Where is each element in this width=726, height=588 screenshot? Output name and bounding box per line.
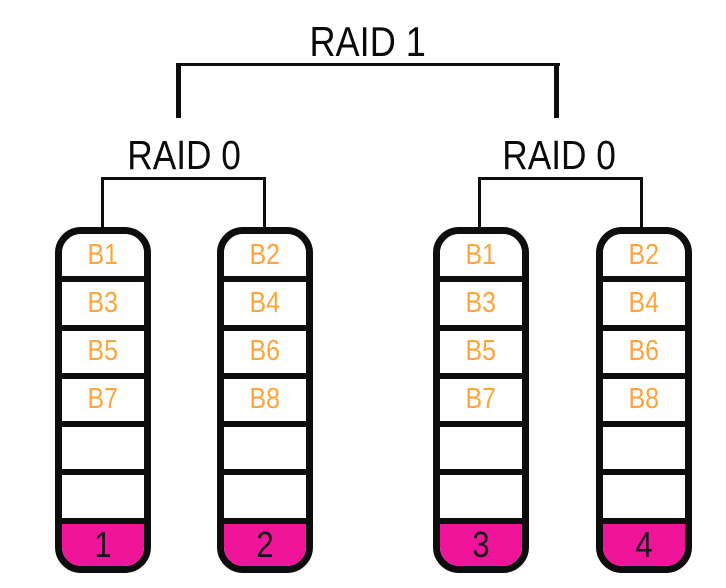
drive-id-label: 1	[94, 523, 112, 565]
block-label: B2	[249, 238, 281, 271]
block-label: B2	[628, 238, 660, 271]
raid0-left-bracket-right-vertical	[263, 177, 266, 228]
raid0-left-bracket-horizontal	[101, 177, 266, 180]
block-cell: B7	[440, 372, 522, 422]
drive-id-cell: 1	[62, 517, 144, 566]
block-cell: B4	[224, 276, 306, 325]
empty-cell	[440, 469, 522, 518]
block-cell: B4	[603, 276, 685, 325]
block-cell: B8	[603, 372, 685, 422]
empty-cell	[62, 469, 144, 518]
block-cell: B7	[62, 372, 144, 422]
block-cell: B1	[440, 234, 522, 277]
raid1-bracket-right-vertical	[554, 63, 559, 118]
block-label: B6	[249, 335, 281, 368]
raid0-right-title: RAID 0	[459, 132, 659, 179]
empty-cell	[62, 421, 144, 470]
raid0-right-bracket-left-vertical	[478, 177, 481, 228]
empty-cell	[603, 421, 685, 470]
block-label: B3	[465, 286, 497, 319]
empty-cell	[224, 469, 306, 518]
block-label: B7	[465, 383, 497, 416]
block-label: B3	[87, 286, 119, 319]
block-label: B8	[628, 383, 660, 416]
block-cell: B5	[62, 324, 144, 373]
block-label: B1	[87, 238, 119, 271]
raid0-right-bracket-right-vertical	[640, 177, 643, 228]
block-label: B4	[628, 286, 660, 319]
raid0-left-bracket-left-vertical	[101, 177, 104, 228]
raid1-title-text: RAID 1	[309, 18, 427, 65]
raid0-right-title-text: RAID 0	[502, 132, 616, 178]
block-label: B8	[249, 383, 281, 416]
block-label: B5	[87, 335, 119, 368]
drive-1: B1 B3 B5 B7 1	[55, 227, 151, 573]
block-label: B4	[249, 286, 281, 319]
raid0-right-bracket-horizontal	[478, 177, 643, 180]
raid0-left-title-text: RAID 0	[127, 132, 241, 178]
drive-3: B1 B3 B5 B7 3	[433, 227, 529, 573]
raid1-title: RAID 1	[268, 18, 468, 66]
drive-4: B2 B4 B6 B8 4	[596, 227, 692, 573]
drive-id-cell: 2	[224, 517, 306, 566]
block-cell: B6	[224, 324, 306, 373]
block-cell: B5	[440, 324, 522, 373]
drive-id-label: 2	[256, 523, 274, 565]
block-cell: B3	[62, 276, 144, 325]
drive-id-cell: 3	[440, 517, 522, 566]
block-cell: B6	[603, 324, 685, 373]
block-cell: B3	[440, 276, 522, 325]
block-cell: B2	[603, 234, 685, 277]
block-label: B5	[465, 335, 497, 368]
empty-cell	[603, 469, 685, 518]
drive-2: B2 B4 B6 B8 2	[217, 227, 313, 573]
block-label: B7	[87, 383, 119, 416]
raid0-left-title: RAID 0	[84, 132, 284, 179]
block-label: B1	[465, 238, 497, 271]
block-label: B6	[628, 335, 660, 368]
drive-id-label: 4	[635, 523, 653, 565]
raid1-bracket-left-vertical	[176, 63, 181, 118]
empty-cell	[224, 421, 306, 470]
empty-cell	[440, 421, 522, 470]
block-cell: B8	[224, 372, 306, 422]
block-cell: B1	[62, 234, 144, 277]
block-cell: B2	[224, 234, 306, 277]
raid1-bracket-horizontal	[176, 63, 560, 66]
drive-id-label: 3	[472, 523, 490, 565]
drive-id-cell: 4	[603, 517, 685, 566]
